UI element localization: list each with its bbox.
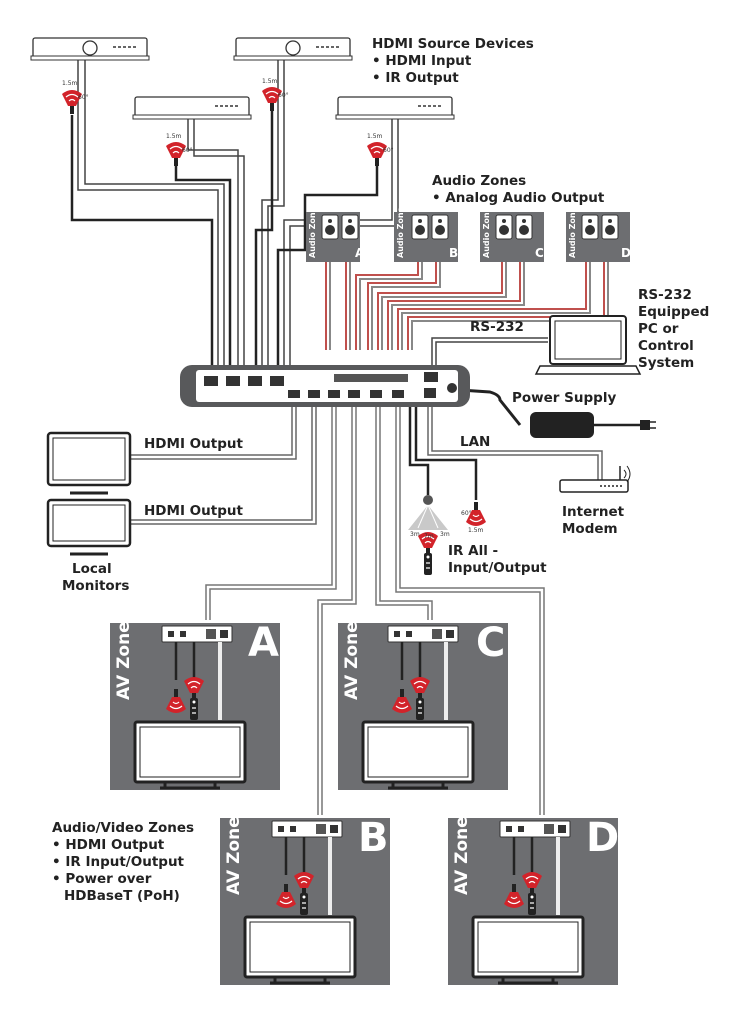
audio-zone-letter-d: D	[621, 246, 631, 260]
ir-range-label: 1.5m	[166, 133, 182, 140]
main-switcher	[180, 365, 470, 407]
av-zone-b-contents	[243, 820, 357, 985]
ir-all-label-2: Input/Output	[448, 560, 547, 576]
sources-line2: • IR Output	[372, 70, 459, 86]
audio-zone-box-b	[394, 212, 458, 262]
av-zone-text: AV Zone	[224, 816, 244, 895]
av-zone-text: AV Zone	[114, 621, 134, 700]
ir-range-label: 1.5m	[468, 527, 484, 534]
local-monitors-label-1: Local	[72, 561, 112, 577]
ir-angle-label: 60°	[461, 510, 472, 517]
ir-rx-right-label: 3m	[440, 531, 450, 538]
audio-zone-box-c	[480, 212, 544, 262]
rs232-device-label-1: RS-232	[638, 287, 692, 303]
av-zone-text: AV Zone	[342, 621, 362, 700]
ir-rx-center-label: 7m	[424, 533, 434, 540]
av-zones-line2: • IR Input/Output	[52, 854, 185, 870]
internet-modem	[559, 465, 631, 493]
ir-range-label: 1.5m	[62, 80, 78, 87]
ir-cables	[70, 110, 379, 370]
source-device-4	[335, 96, 455, 120]
av-zones-line1: • HDMI Output	[52, 837, 165, 853]
source-device-1	[30, 37, 150, 61]
av-zones-line3: • Power over	[52, 871, 152, 887]
av-zone-text: AV Zone	[452, 816, 472, 895]
ir-range-label: 1.5m	[262, 78, 278, 85]
audio-zones-title: Audio Zones	[432, 173, 527, 189]
lan-cable	[427, 395, 599, 480]
power-cable	[459, 388, 522, 426]
audio-zone-text: Audio Zone	[396, 206, 405, 258]
audio-cables	[325, 245, 609, 350]
audio-zone-letter-c: C	[535, 246, 544, 260]
ir-angle-label: 60°	[182, 147, 193, 154]
ir-all-devices	[408, 495, 487, 575]
internet-label-2: Modem	[562, 521, 618, 537]
ir-angle-label: 60°	[78, 94, 89, 101]
source-device-3	[132, 96, 252, 120]
internet-label-1: Internet	[562, 504, 625, 520]
rs232-cable-label: RS-232	[470, 319, 524, 335]
audio-zone-text: Audio Zone	[568, 206, 577, 258]
rs232-cable	[431, 337, 548, 370]
av-zone-a-contents	[133, 625, 247, 790]
av-zone-c-contents	[361, 625, 475, 790]
ir-emitter-3	[165, 141, 187, 167]
lan-label: LAN	[460, 434, 491, 450]
audio-zone-text: Audio Zone	[482, 206, 491, 258]
ir-all-label-1: IR All -	[448, 543, 499, 559]
ir-angle-label: 60°	[383, 147, 394, 154]
av-zone-d-contents	[471, 820, 585, 985]
audio-zone-letter-b: B	[449, 246, 459, 260]
audio-zone-letter-a: A	[355, 246, 365, 260]
ir-angle-label: 60°	[278, 92, 289, 99]
av-zones-title: Audio/Video Zones	[52, 820, 195, 836]
audio-zone-text: Audio Zone	[308, 206, 317, 258]
power-supply	[530, 412, 656, 438]
rs232-device-label-4: Control	[638, 338, 694, 354]
ir-emitter-4	[366, 141, 388, 167]
source-device-2	[233, 37, 353, 61]
ir-emitter-2	[261, 86, 283, 112]
rs232-device-label-3: PC or	[638, 321, 679, 337]
av-zones-line4: HDBaseT (PoH)	[64, 888, 180, 904]
audio-zone-box-a	[306, 212, 360, 262]
audio-zone-box-d	[566, 212, 630, 262]
av-zone-letter-c: C	[476, 620, 506, 666]
sources-line1: • HDMI Input	[372, 53, 472, 69]
audio-zones-line1: • Analog Audio Output	[432, 190, 605, 206]
av-zone-letter-d: D	[586, 815, 620, 861]
power-supply-label: Power Supply	[512, 390, 617, 406]
ir-range-label: 1.5m	[367, 133, 383, 140]
av-zone-letter-b: B	[358, 815, 389, 861]
local-monitor-1	[46, 431, 132, 495]
laptop	[534, 315, 642, 375]
av-zone-letter-a: A	[248, 620, 279, 666]
rs232-device-label-2: Equipped	[638, 304, 710, 320]
local-monitors-label-2: Monitors	[62, 578, 130, 594]
hdmi-output-label-2: HDMI Output	[144, 503, 243, 519]
hdmi-output-label-1: HDMI Output	[144, 436, 243, 452]
source-cables	[77, 60, 399, 370]
local-monitor-2	[46, 498, 132, 556]
ir-rx-left-label: 3m	[410, 531, 420, 538]
rs232-device-label-5: System	[638, 355, 695, 371]
sources-title: HDMI Source Devices	[372, 36, 534, 52]
